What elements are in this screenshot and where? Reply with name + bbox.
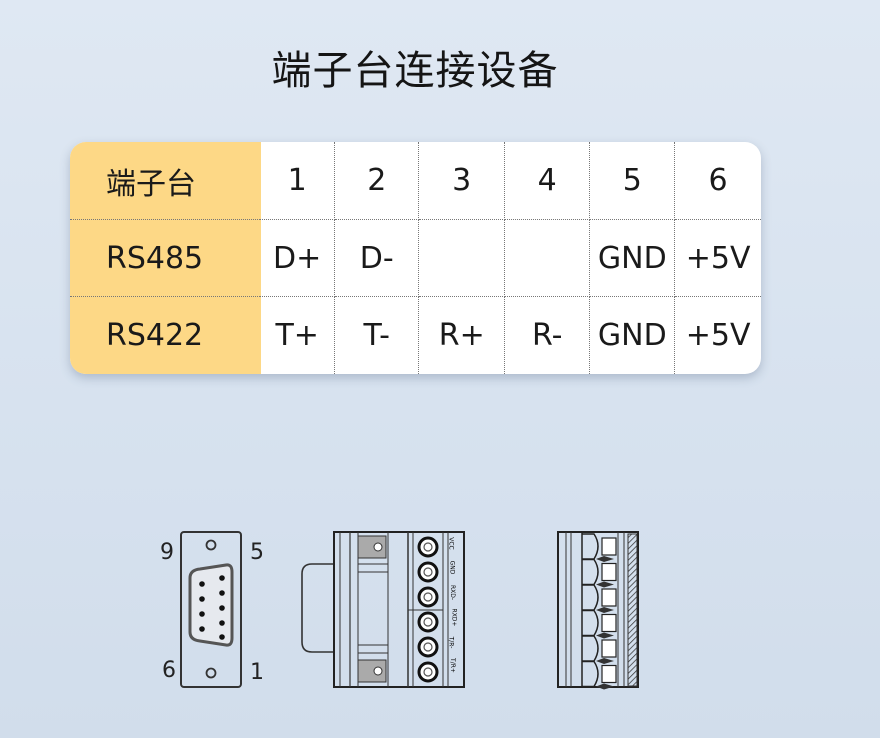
screw-terminal-icon xyxy=(417,636,439,658)
table-cell xyxy=(504,219,591,297)
column-header: 1 xyxy=(260,142,336,220)
screw-head-icon xyxy=(423,667,433,677)
table-cell xyxy=(418,219,505,297)
terminal-label: VCC xyxy=(447,537,455,550)
plug-cell-icon xyxy=(582,558,599,586)
pin-label-1: 1 xyxy=(250,660,264,685)
plug-divider-icon xyxy=(596,581,614,588)
plug-cell-icon xyxy=(582,584,599,611)
db9-connector-diagram: 9 5 6 1 xyxy=(160,528,270,693)
table-cell: +5V xyxy=(674,219,761,297)
row-label-terminal: 端子台 xyxy=(70,142,261,220)
table-cell: T- xyxy=(334,296,420,374)
table-cell: GND xyxy=(589,296,676,374)
table-row: RS485 D+ D- GND +5V xyxy=(70,219,761,297)
column-header: 2 xyxy=(334,142,420,220)
terminal-plug-icon xyxy=(557,531,639,690)
screw-terminal-icon xyxy=(417,536,439,558)
screw-head-icon xyxy=(423,617,433,627)
plug-cell-icon xyxy=(582,609,599,637)
db9-connector-icon xyxy=(180,531,242,688)
column-header: 6 xyxy=(674,142,761,220)
plug-divider-icon xyxy=(596,658,614,664)
table-row: RS422 T+ T- R+ R- GND +5V xyxy=(70,296,761,374)
column-header: 5 xyxy=(589,142,676,220)
terminal-label: T/R+ xyxy=(448,658,456,673)
table-cell: D+ xyxy=(260,219,336,297)
screw-terminal-icon xyxy=(417,661,439,683)
plug-cell-icon xyxy=(582,660,599,688)
terminal-block-icon xyxy=(301,531,465,688)
row-label-rs422: RS422 xyxy=(106,318,204,353)
pin-label-5: 5 xyxy=(250,540,264,565)
pin-label-6: 6 xyxy=(162,658,176,683)
plug-socket-icon xyxy=(601,588,617,607)
plug-socket-icon xyxy=(601,639,617,658)
terminal-plug-diagram xyxy=(556,530,642,690)
plug-cell-icon xyxy=(582,533,599,560)
terminal-label: GND xyxy=(448,560,456,575)
terminal-labels: VCC GND RXD- RXD+ T/R- T/R+ xyxy=(447,534,463,684)
plug-socket-icon xyxy=(601,664,617,684)
table-cell: +5V xyxy=(685,318,751,353)
pin-table: 端子台 1 2 3 4 5 6 RS485 D+ D- GND +5V RS42… xyxy=(70,142,761,374)
screw-terminal-icon xyxy=(417,611,439,633)
screw-terminal-icon xyxy=(417,586,439,608)
terminal-label: RXD+ xyxy=(450,608,458,627)
table-cell: R- xyxy=(504,296,591,374)
row-label-rs485: RS485 xyxy=(70,219,261,297)
screw-head-icon xyxy=(423,642,433,652)
screw-terminal-icon xyxy=(417,561,439,583)
screw-head-icon xyxy=(423,592,433,602)
plug-socket-icon xyxy=(601,562,617,582)
table-row-header: 端子台 1 2 3 4 5 6 xyxy=(70,142,761,220)
terminal-label: T/R- xyxy=(447,636,455,649)
table-cell: D- xyxy=(334,219,420,297)
pin-label-9: 9 xyxy=(160,540,174,565)
terminal-block-diagram: VCC GND RXD- RXD+ T/R- T/R+ xyxy=(298,530,473,690)
column-header: 3 xyxy=(418,142,505,220)
screw-head-icon xyxy=(423,542,433,552)
screw-head-icon xyxy=(423,567,433,577)
plug-socket-icon xyxy=(601,613,617,633)
plug-divider-icon xyxy=(596,556,614,562)
column-header: 4 xyxy=(504,142,591,220)
table-cell: GND xyxy=(589,219,676,297)
plug-socket-icon xyxy=(601,537,617,556)
pin-table-card: 端子台 1 2 3 4 5 6 RS485 D+ D- GND +5V RS42… xyxy=(70,142,761,374)
plug-divider-icon xyxy=(596,632,614,639)
table-cell: T+ xyxy=(260,296,336,374)
plug-cell-icon xyxy=(582,635,599,662)
page-title: 端子台连接设备 xyxy=(271,48,559,94)
plug-divider-icon xyxy=(596,607,614,613)
plug-divider-icon xyxy=(596,683,614,690)
table-cell: R+ xyxy=(418,296,505,374)
terminal-label: RXD- xyxy=(449,584,457,601)
